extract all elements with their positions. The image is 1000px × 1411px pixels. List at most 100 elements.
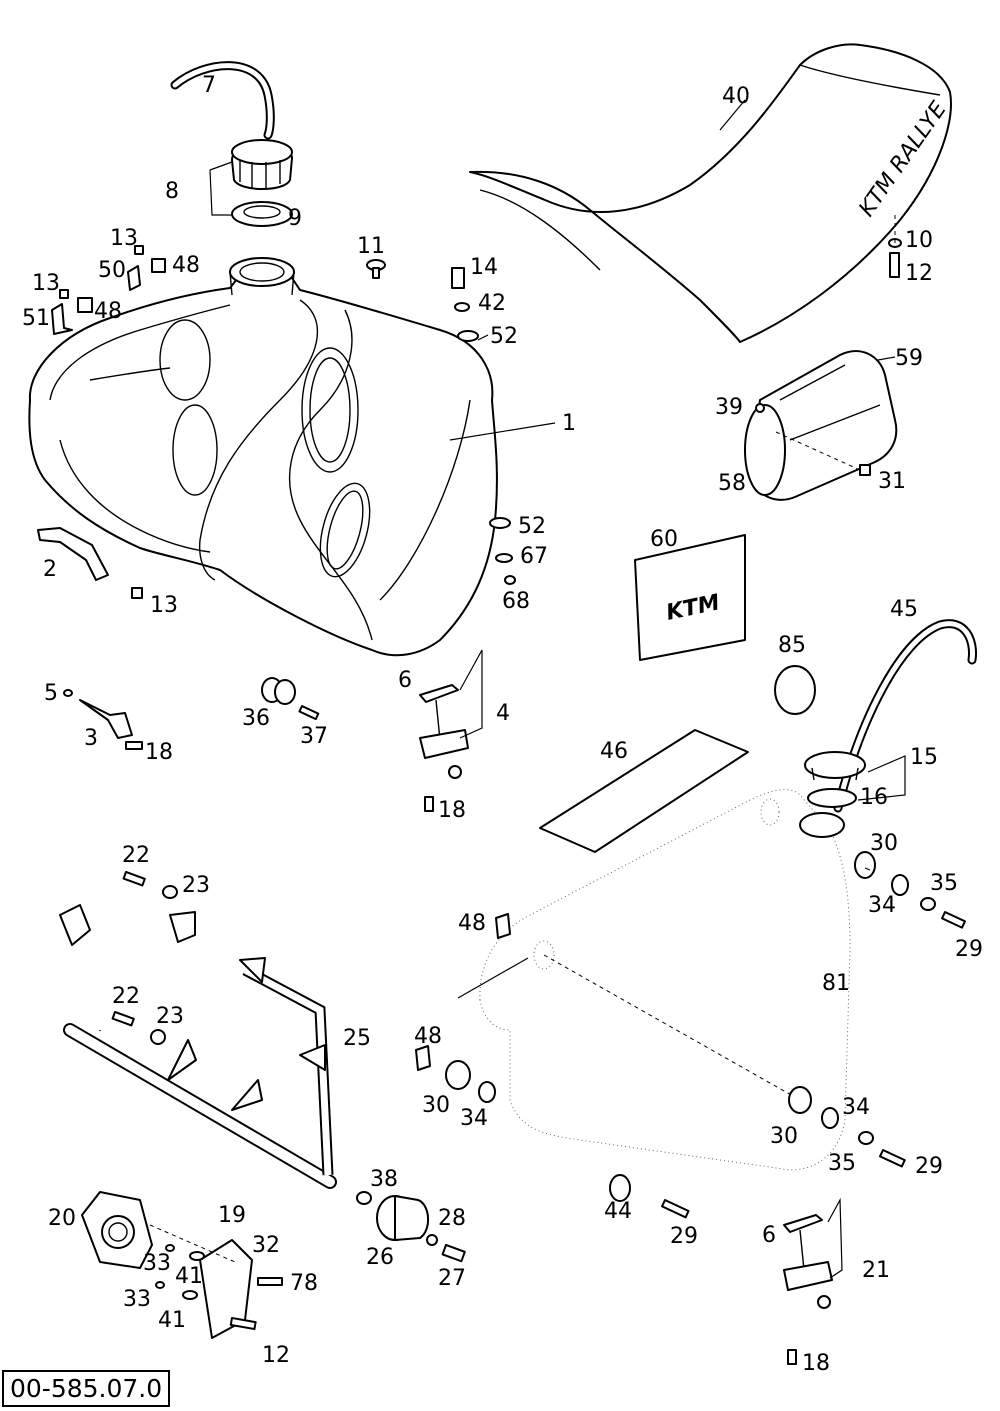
callout-46: 46 (600, 739, 628, 764)
callout-42: 42 (478, 291, 506, 316)
callout-48: 48 (172, 253, 200, 278)
callout-12: 12 (905, 261, 933, 286)
callout-60: 60 (650, 527, 678, 552)
callout-29: 29 (955, 937, 983, 962)
callout-7: 7 (202, 73, 216, 98)
callout-10: 10 (905, 228, 933, 253)
callout-13: 13 (150, 593, 178, 618)
cap-seal (231, 201, 293, 227)
callout-6: 6 (762, 1223, 776, 1248)
leader-lines (449, 99, 896, 999)
foam-pad (539, 729, 749, 853)
callout-39: 39 (715, 395, 743, 420)
callout-23: 23 (182, 873, 210, 898)
callout-52: 52 (518, 514, 546, 539)
callout-13: 13 (110, 226, 138, 251)
callout-5: 5 (44, 681, 58, 706)
callout-48: 48 (94, 299, 122, 324)
callout-1: 1 (562, 411, 576, 436)
bolt-stack (451, 267, 516, 585)
callout-31: 31 (878, 469, 906, 494)
callout-25: 25 (343, 1026, 371, 1051)
callout-51: 51 (22, 306, 50, 331)
callout-26: 26 (366, 1245, 394, 1270)
callout-34: 34 (868, 893, 896, 918)
callout-33: 33 (143, 1251, 171, 1276)
callout-45: 45 (890, 597, 918, 622)
callout-6: 6 (398, 668, 412, 693)
callout-40: 40 (722, 84, 750, 109)
callout-78: 78 (290, 1271, 318, 1296)
callout-19: 19 (218, 1203, 246, 1228)
hose-clamp (774, 665, 816, 715)
tank-bracket (37, 527, 109, 581)
callout-85: 85 (778, 633, 806, 658)
callout-67: 67 (520, 544, 548, 569)
callout-44: 44 (604, 1199, 632, 1224)
callout-14: 14 (470, 255, 498, 280)
seat: KTM RALLYE (469, 43, 952, 343)
callout-28: 28 (438, 1206, 466, 1231)
callout-41: 41 (158, 1308, 186, 1333)
callout-2: 2 (43, 557, 57, 582)
callout-50: 50 (98, 258, 126, 283)
rack-mount-bushings (356, 1191, 466, 1263)
callout-48: 48 (458, 911, 486, 936)
callout-22: 22 (112, 984, 140, 1009)
callout-16: 16 (860, 785, 888, 810)
callout-20: 20 (48, 1206, 76, 1231)
callout-30: 30 (422, 1093, 450, 1118)
callout-23: 23 (156, 1004, 184, 1029)
drawing-number: 00-585.07.0 (2, 1370, 171, 1407)
ktm-sticker: KTM (634, 534, 746, 661)
callout-58: 58 (718, 471, 746, 496)
callout-18: 18 (438, 798, 466, 823)
luggage-rack (59, 871, 337, 1189)
callout-29: 29 (670, 1224, 698, 1249)
fuel-tap-front (419, 649, 483, 812)
callout-52: 52 (490, 324, 518, 349)
fastener-group-top-left (51, 245, 166, 335)
callout-8: 8 (165, 179, 179, 204)
rubber-mounts (415, 851, 966, 1219)
callout-27: 27 (438, 1266, 466, 1291)
callout-18: 18 (145, 740, 173, 765)
fuel-pump-assembly (81, 1191, 283, 1339)
callout-12: 12 (262, 1343, 290, 1368)
callout-37: 37 (300, 724, 328, 749)
callout-81: 81 (822, 971, 850, 996)
toolbox (744, 350, 898, 501)
callout-59: 59 (895, 346, 923, 371)
callout-41: 41 (175, 1264, 203, 1289)
callout-labels: 7 8 9 13 50 48 13 51 48 11 14 42 52 1 52… (22, 73, 983, 1376)
callout-4: 4 (496, 701, 510, 726)
callout-21: 21 (862, 1258, 890, 1283)
push-pin (366, 259, 386, 279)
callout-11: 11 (357, 234, 385, 259)
callout-36: 36 (242, 706, 270, 731)
callout-33: 33 (123, 1287, 151, 1312)
callout-22: 22 (122, 843, 150, 868)
callout-13: 13 (32, 271, 60, 296)
callout-35: 35 (930, 871, 958, 896)
fuel-tap-rear (783, 1197, 843, 1365)
callout-48: 48 (414, 1024, 442, 1049)
callout-35: 35 (828, 1151, 856, 1176)
callout-38: 38 (370, 1167, 398, 1192)
callout-32: 32 (252, 1233, 280, 1258)
callout-29: 29 (915, 1154, 943, 1179)
callout-30: 30 (770, 1124, 798, 1149)
callout-18: 18 (802, 1351, 830, 1376)
callout-34: 34 (460, 1106, 488, 1131)
main-fuel-tank (28, 257, 498, 657)
fuel-cap (231, 139, 293, 190)
callout-30: 30 (870, 831, 898, 856)
hose-nipple (63, 677, 320, 750)
rear-filler-cap (799, 751, 866, 838)
callout-15: 15 (910, 745, 938, 770)
callout-68: 68 (502, 589, 530, 614)
callout-9: 9 (288, 206, 302, 231)
rear-fuel-tank (479, 789, 851, 1171)
callout-34: 34 (842, 1095, 870, 1120)
